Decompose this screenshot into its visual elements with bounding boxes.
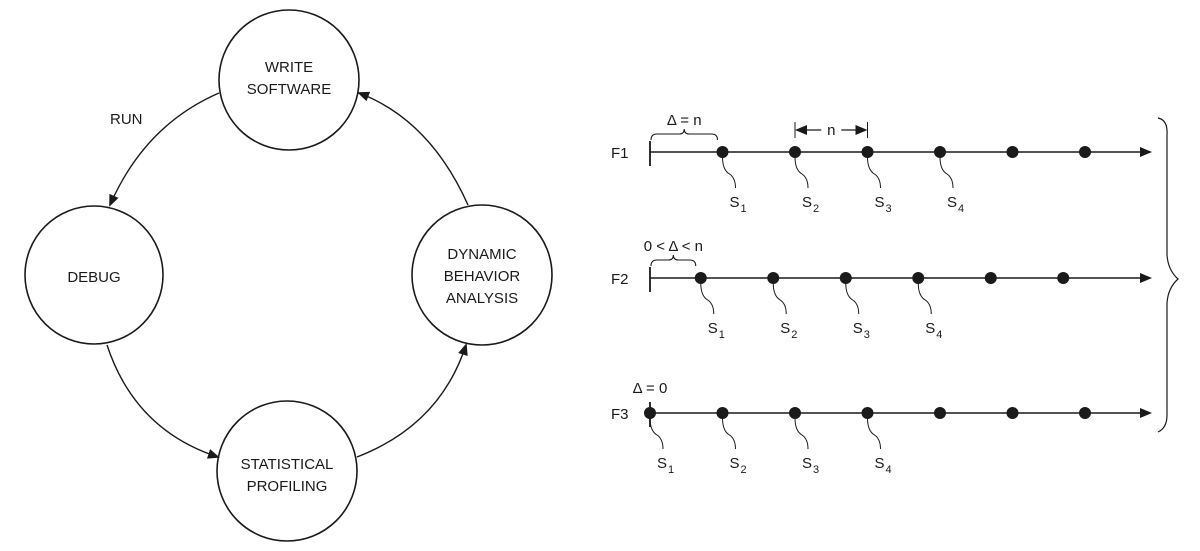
sample-leader: [846, 283, 859, 314]
offset-label: Δ = 0: [633, 380, 668, 397]
node-debug: DEBUG: [25, 206, 163, 344]
sample-leader: [795, 157, 808, 188]
timeline-name: F1: [611, 145, 629, 162]
sample-label: S3: [875, 194, 892, 215]
sample-point: [862, 407, 874, 419]
sample-point: [789, 407, 801, 419]
sample-label: S1: [730, 194, 747, 215]
sample-label: S4: [947, 194, 964, 215]
node-circle: [219, 10, 359, 150]
sample-leader: [650, 418, 663, 449]
edge-debug-to-profiling: [107, 345, 218, 457]
sample-point: [717, 146, 729, 158]
timeline-name: F3: [611, 406, 629, 423]
offset-brace: [651, 255, 696, 266]
offset-label: 0 < Δ < n: [644, 238, 703, 255]
offset-brace: [651, 129, 718, 140]
edge-label-run: RUN: [110, 111, 143, 128]
sample-point: [644, 407, 656, 419]
edge-dynamic-to-write: [359, 93, 468, 205]
sample-leader: [868, 157, 881, 188]
sample-point: [1057, 272, 1069, 284]
sample-label: S3: [853, 320, 870, 341]
offset-label: Δ = n: [667, 112, 702, 129]
sample-point: [934, 146, 946, 158]
edge-profiling-to-dynamic: [357, 345, 466, 457]
sample-label: S1: [657, 455, 674, 476]
node-label-line: ANALYSIS: [446, 290, 518, 307]
timeline-f3: F3Δ = 0 S1 S2 S3 S4: [611, 380, 1150, 476]
timeline-f2: F2 0 < Δ < n S1 S2 S3 S4: [611, 238, 1150, 341]
sample-point: [1079, 146, 1091, 158]
sample-point: [862, 146, 874, 158]
node-label-line: SOFTWARE: [247, 81, 331, 98]
sample-leader: [918, 283, 931, 314]
sample-point: [767, 272, 779, 284]
sample-label: S2: [780, 320, 797, 341]
node-label-line: STATISTICAL: [241, 456, 334, 473]
sample-leader: [723, 418, 736, 449]
node-label-line: DYNAMIC: [447, 246, 516, 263]
node-label-line: PROFILING: [247, 478, 328, 495]
sample-point: [1079, 407, 1091, 419]
sample-point: [789, 146, 801, 158]
node-statistical-profiling: STATISTICAL PROFILING: [217, 401, 357, 541]
sample-leader: [868, 418, 881, 449]
sample-label: S2: [802, 194, 819, 215]
sample-label: S4: [925, 320, 942, 341]
sample-leader: [701, 283, 714, 314]
sampling-timelines: F1Δ = nS1S2S3S4nF20 < Δ < nS1S2S3S4F3Δ =…: [611, 112, 1150, 476]
timeline-name: F2: [611, 271, 629, 288]
node-dynamic-behavior-analysis: DYNAMIC BEHAVIOR ANALYSIS: [412, 205, 552, 345]
sample-point: [840, 272, 852, 284]
node-label-line: WRITE: [265, 59, 313, 76]
sample-leader: [773, 283, 786, 314]
edge-write-to-debug: [110, 93, 219, 205]
sample-point: [934, 407, 946, 419]
sample-leader: [723, 157, 736, 188]
node-write-software: WRITE SOFTWARE: [219, 10, 359, 150]
grouping-brace: [1158, 118, 1178, 432]
sample-label: S2: [730, 455, 747, 476]
timeline-f1: F1 Δ = n S1 S2 S3 S4 n: [611, 112, 1150, 215]
sample-point: [1007, 146, 1019, 158]
sample-point: [1007, 407, 1019, 419]
sample-point: [985, 272, 997, 284]
sample-point: [695, 272, 707, 284]
interval-label: n: [827, 122, 835, 139]
sample-leader: [940, 157, 953, 188]
sample-label: S3: [802, 455, 819, 476]
cycle-diagram: WRITE SOFTWARE DEBUG STATISTICAL PROFILI…: [25, 10, 552, 541]
node-label-line: DEBUG: [67, 269, 120, 286]
sample-label: S1: [708, 320, 725, 341]
node-label-line: BEHAVIOR: [444, 268, 521, 285]
sample-label: S4: [875, 455, 892, 476]
sample-leader: [795, 418, 808, 449]
sample-point: [912, 272, 924, 284]
sample-point: [717, 407, 729, 419]
